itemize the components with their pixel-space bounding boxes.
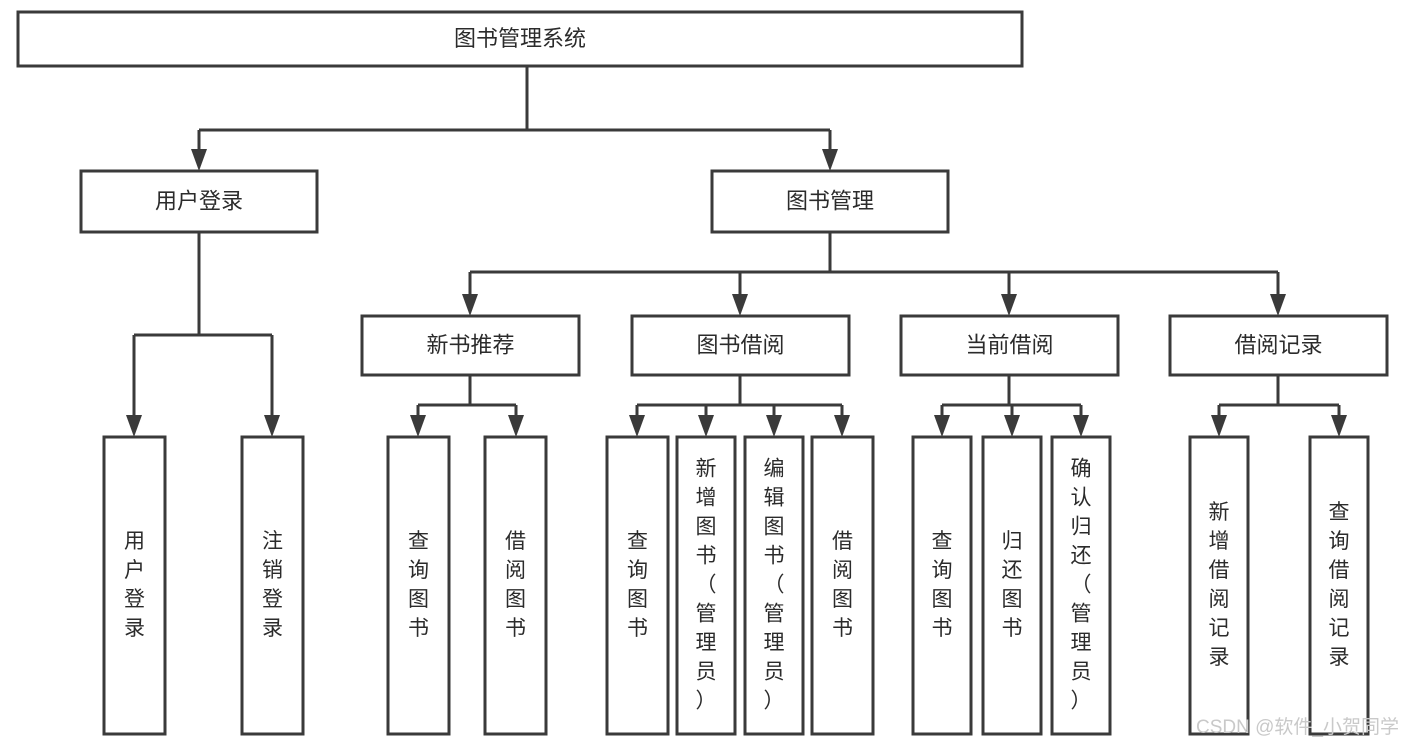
node-current-borrow[interactable]: 当前借阅 [899, 314, 1120, 377]
connector-group [410, 375, 524, 437]
node-leaf-borrow-book[interactable]: 借阅图书 [810, 435, 875, 736]
connector-group [629, 375, 850, 437]
node-layer: 图书管理系统用户登录图书管理新书推荐图书借阅当前借阅借阅记录用户登录注销登录查询… [16, 10, 1389, 736]
node-leaf-add-book-admin[interactable]: 新增图书（管理员） [675, 435, 737, 736]
node-label-leaf-query-borrow-record: 查询借阅记录 [1329, 501, 1350, 669]
node-box-leaf-logout[interactable] [240, 435, 305, 736]
arrow-head-icon [264, 415, 280, 437]
node-root[interactable]: 图书管理系统 [16, 10, 1024, 68]
node-leaf-query-book-borrow[interactable]: 查询图书 [605, 435, 670, 736]
arrow-head-icon [126, 415, 142, 437]
node-box-leaf-query-book-rec[interactable] [386, 435, 451, 736]
node-label-leaf-return-book: 归还图书 [1002, 530, 1023, 640]
node-leaf-logout[interactable]: 注销登录 [240, 435, 305, 736]
node-box-new-book-recommend[interactable] [360, 314, 581, 377]
arrow-head-icon [462, 294, 478, 316]
node-label-leaf-query-book-current: 查询图书 [932, 530, 953, 640]
node-box-current-borrow[interactable] [899, 314, 1120, 377]
node-box-leaf-query-book-current[interactable] [911, 435, 973, 736]
node-box-user-login[interactable] [79, 169, 319, 234]
arrow-head-icon [766, 415, 782, 437]
arrow-head-icon [834, 415, 850, 437]
node-leaf-user-login[interactable]: 用户登录 [102, 435, 167, 736]
node-label-leaf-confirm-return-admin: 确认归还（管理员） [1071, 457, 1092, 712]
node-label-current-borrow: 当前借阅 [965, 332, 1053, 357]
node-new-book-recommend[interactable]: 新书推荐 [360, 314, 581, 377]
node-label-leaf-logout: 注销登录 [262, 530, 283, 640]
connector-group [934, 375, 1089, 437]
node-label-book-borrow: 图书借阅 [696, 332, 784, 357]
arrow-head-icon [1001, 294, 1017, 316]
node-leaf-query-book-current[interactable]: 查询图书 [911, 435, 973, 736]
node-book-borrow[interactable]: 图书借阅 [630, 314, 851, 377]
node-label-leaf-add-borrow-record: 新增借阅记录 [1209, 501, 1230, 669]
node-leaf-edit-book-admin[interactable]: 编辑图书（管理员） [743, 435, 805, 736]
arrow-head-icon [1270, 294, 1286, 316]
arrow-head-icon [508, 415, 524, 437]
node-leaf-query-book-rec[interactable]: 查询图书 [386, 435, 451, 736]
node-label-root: 图书管理系统 [454, 26, 586, 51]
csdn-watermark: CSDN @软件_小贺同学 [1196, 716, 1399, 738]
node-label-leaf-add-book-admin: 新增图书（管理员） [696, 457, 717, 712]
arrow-head-icon [1331, 415, 1347, 437]
node-leaf-confirm-return-admin[interactable]: 确认归还（管理员） [1050, 435, 1112, 736]
node-label-leaf-query-book-borrow: 查询图书 [627, 530, 648, 640]
node-box-book-management[interactable] [710, 169, 950, 234]
node-box-book-borrow[interactable] [630, 314, 851, 377]
node-label-borrow-record: 借阅记录 [1234, 332, 1322, 357]
node-box-leaf-return-book[interactable] [981, 435, 1043, 736]
node-box-leaf-edit-book-admin[interactable] [743, 435, 805, 736]
node-box-leaf-borrow-book-rec[interactable] [483, 435, 548, 736]
node-label-leaf-user-login: 用户登录 [124, 530, 145, 640]
arrow-head-icon [698, 415, 714, 437]
node-box-root[interactable] [16, 10, 1024, 68]
node-label-leaf-borrow-book: 借阅图书 [832, 530, 853, 640]
node-leaf-borrow-book-rec[interactable]: 借阅图书 [483, 435, 548, 736]
node-label-leaf-query-book-rec: 查询图书 [408, 530, 429, 640]
node-leaf-add-borrow-record[interactable]: 新增借阅记录 [1188, 435, 1250, 736]
node-leaf-return-book[interactable]: 归还图书 [981, 435, 1043, 736]
arrow-head-icon [934, 415, 950, 437]
node-box-leaf-add-book-admin[interactable] [675, 435, 737, 736]
arrow-head-icon [410, 415, 426, 437]
node-box-leaf-confirm-return-admin[interactable] [1050, 435, 1112, 736]
arrow-head-icon [732, 294, 748, 316]
node-box-borrow-record[interactable] [1168, 314, 1389, 377]
arrow-head-icon [1004, 415, 1020, 437]
arrow-head-icon [1211, 415, 1227, 437]
node-box-leaf-add-borrow-record[interactable] [1188, 435, 1250, 736]
connector-layer [126, 66, 1347, 437]
node-borrow-record[interactable]: 借阅记录 [1168, 314, 1389, 377]
node-label-user-login: 用户登录 [155, 188, 243, 213]
arrow-head-icon [629, 415, 645, 437]
connector-group [191, 66, 838, 171]
node-label-book-management: 图书管理 [786, 188, 874, 213]
node-label-leaf-borrow-book-rec: 借阅图书 [505, 530, 526, 640]
node-label-new-book-recommend: 新书推荐 [426, 332, 514, 357]
node-book-management[interactable]: 图书管理 [710, 169, 950, 234]
arrow-head-icon [1073, 415, 1089, 437]
arrow-head-icon [191, 149, 207, 171]
node-leaf-query-borrow-record[interactable]: 查询借阅记录 [1308, 435, 1370, 736]
arrow-head-icon [822, 149, 838, 171]
connector-group [126, 232, 280, 437]
connector-group [462, 232, 1286, 316]
connector-group [1211, 375, 1347, 437]
node-label-leaf-edit-book-admin: 编辑图书（管理员） [764, 457, 785, 712]
node-box-leaf-user-login[interactable] [102, 435, 167, 736]
node-box-leaf-query-borrow-record[interactable] [1308, 435, 1370, 736]
node-box-leaf-query-book-borrow[interactable] [605, 435, 670, 736]
node-user-login[interactable]: 用户登录 [79, 169, 319, 234]
node-box-leaf-borrow-book[interactable] [810, 435, 875, 736]
